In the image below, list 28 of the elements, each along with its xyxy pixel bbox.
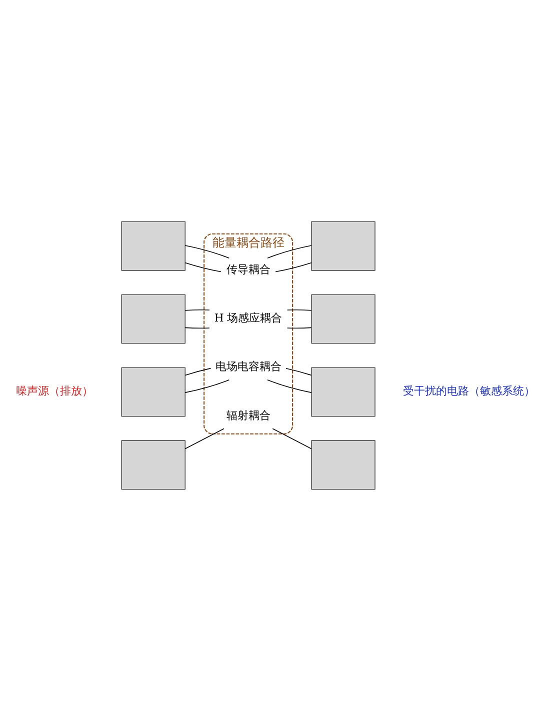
node-box [311,220,376,270]
node-text: 辐射耦合 [226,408,270,422]
connector [184,367,212,376]
connector [184,244,230,258]
node-box [311,366,376,416]
node-text: H 场感应耦合 [214,311,282,324]
node-box [121,294,186,344]
connector [184,308,210,310]
connector [184,262,222,272]
connector [184,326,210,328]
connector [267,244,312,258]
node-box [121,220,186,270]
connector [286,308,312,310]
connector [267,379,312,392]
node-box [121,366,186,416]
node-text: 传导耦合 [226,262,270,276]
node-box [311,294,376,344]
node-box [121,440,186,490]
connector [275,262,312,272]
node-text: 电场电容耦合 [215,360,282,373]
node-box [311,440,376,490]
connector [184,428,224,449]
connector [286,326,312,328]
connector [184,379,230,392]
connector [272,428,312,449]
label: 受干扰的电路（敏感系统） [402,384,535,398]
connector [286,367,312,376]
label: 噪声源（排放） [16,384,93,398]
